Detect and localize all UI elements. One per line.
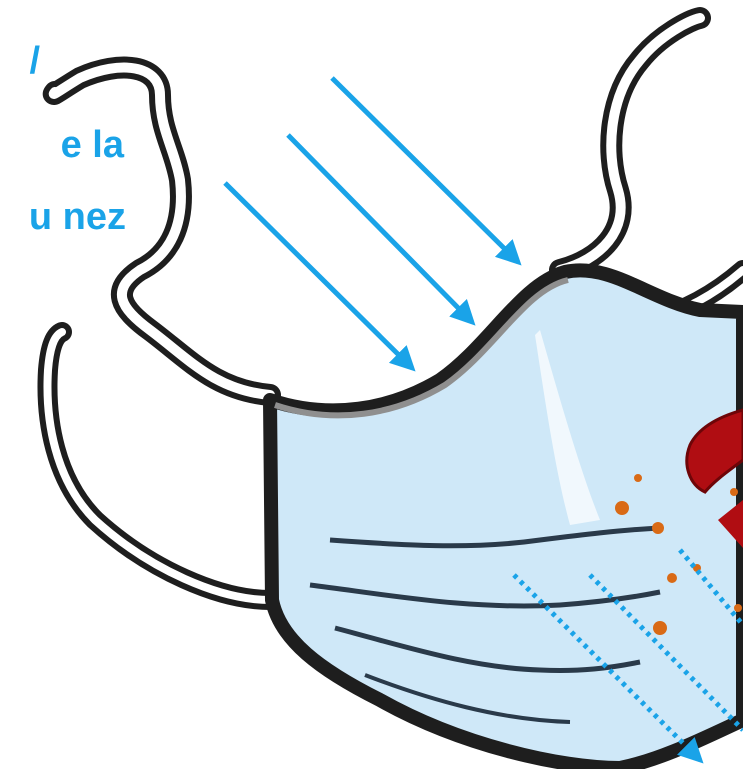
blocked-air-arrow-icon	[225, 183, 412, 368]
mask-body	[270, 270, 743, 768]
caption-line-2: e la	[61, 126, 124, 164]
caption-line-3: u nez	[29, 198, 126, 236]
blocked-air-arrow-icon	[332, 78, 518, 262]
surgical-mask-icon	[270, 270, 743, 768]
blocked-air-arrows	[225, 78, 518, 368]
blocked-air-arrow-icon	[288, 135, 472, 322]
caption-line-1: /	[29, 42, 40, 80]
